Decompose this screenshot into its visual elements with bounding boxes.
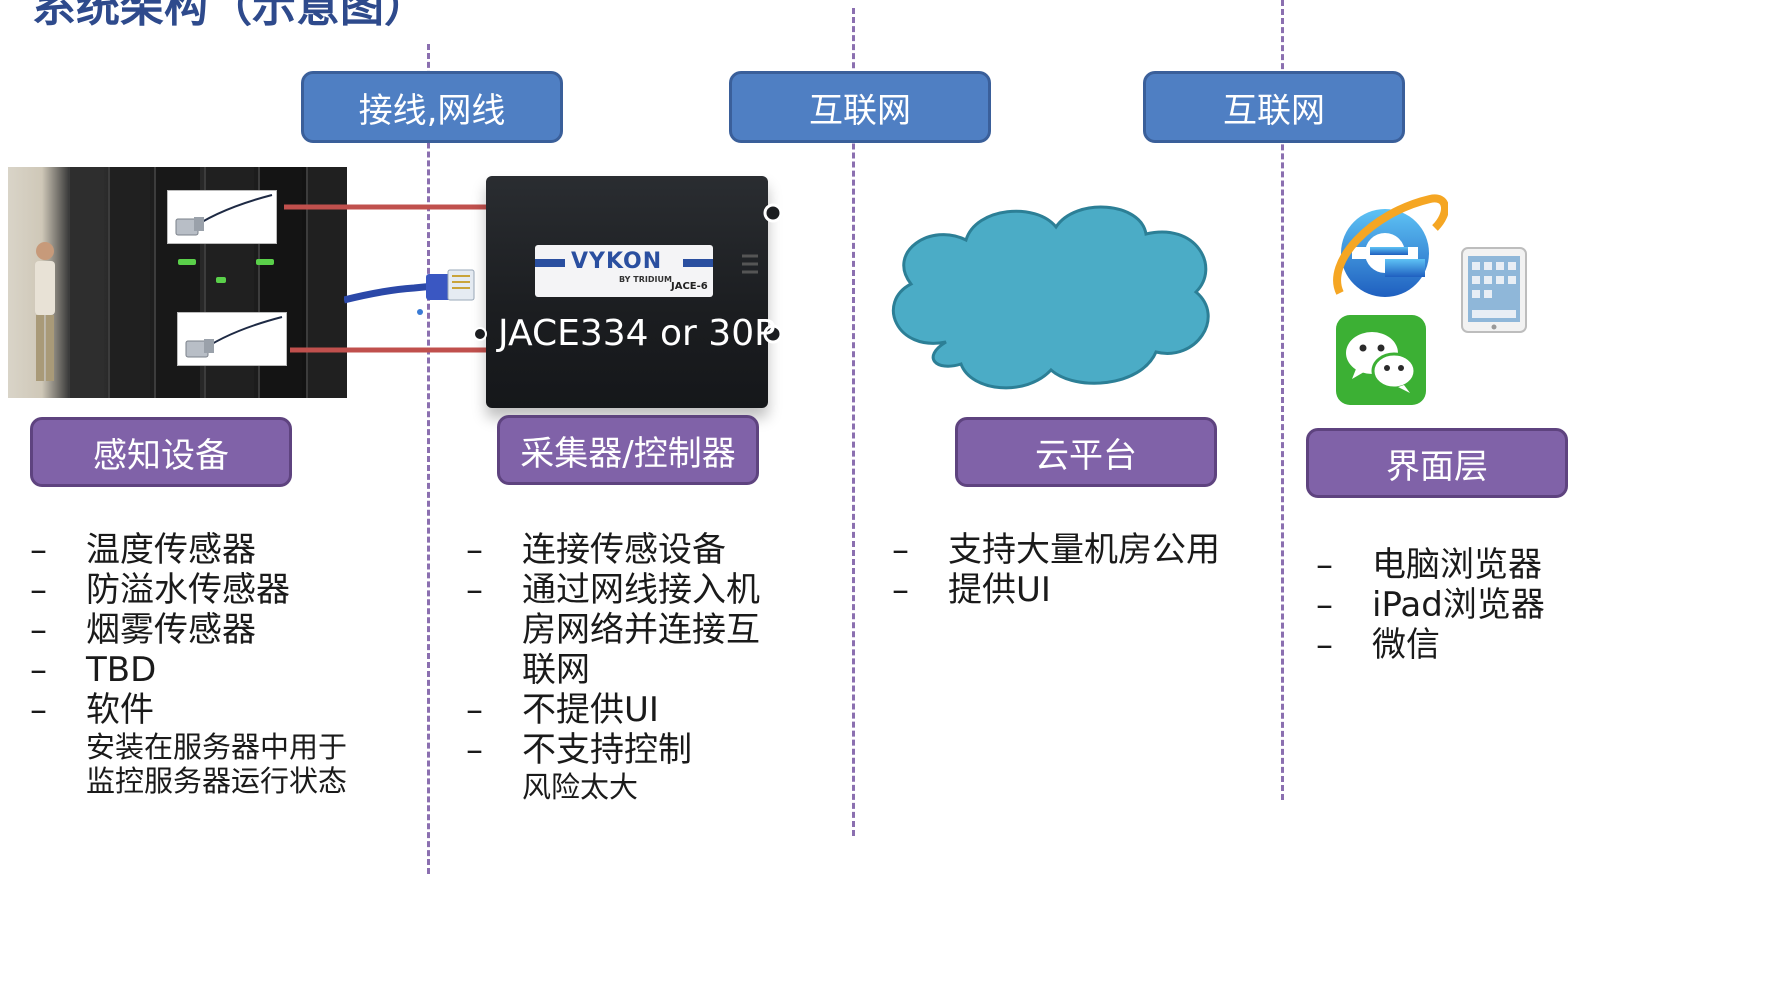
temperature-sensor-probe: [167, 190, 277, 244]
network-box-label: 互联网: [1223, 90, 1325, 131]
network-box-label: 接线,网线: [358, 90, 506, 131]
jace-brand: VYKON: [571, 249, 663, 274]
layer-box-label: 界面层: [1386, 446, 1488, 487]
list-item-text: 温度传感器: [86, 530, 256, 570]
layer-box-collector: 采集器/控制器: [497, 415, 759, 485]
network-box-wired: 接线,网线: [301, 71, 563, 143]
list-item-text: iPad浏览器: [1372, 585, 1545, 625]
list-item: –通过网线接入机 房网络并连接互 联网: [466, 570, 851, 690]
page-title: 系统架构（示意图）: [32, 0, 428, 32]
list-item-text: 不提供UI: [522, 690, 659, 730]
list-item: –不提供UI: [466, 690, 659, 730]
list-item: –软件 安装在服务器中用于 监控服务器运行状态: [30, 690, 420, 798]
list-item-text: 烟雾传感器: [86, 610, 256, 650]
list-item-text: 连接传感设备: [522, 530, 726, 570]
layer-box-sensing: 感知设备: [30, 417, 292, 487]
list-item: –温度传感器: [30, 530, 256, 570]
wechat-icon: [1336, 315, 1426, 405]
layer-box-label: 感知设备: [93, 435, 229, 476]
internet-explorer-icon: [1333, 194, 1448, 297]
jace-model: JACE-6: [671, 281, 708, 292]
column-divider-3: [1281, 0, 1284, 800]
list-item-text: 防溢水传感器: [86, 570, 290, 610]
jace-caption: JACE334 or 30P: [498, 313, 776, 354]
technician-figure: [35, 242, 55, 381]
ipad-icon: [1461, 247, 1527, 333]
list-item-continuation: 联网: [522, 650, 590, 690]
list-item-subtext: 风险太大: [522, 770, 639, 804]
column-divider-2: [852, 8, 855, 836]
cloud-icon: [892, 205, 1210, 390]
list-item-text: 软件: [86, 690, 154, 730]
list-item: –烟雾传感器: [30, 610, 256, 650]
list-item: –电脑浏览器: [1316, 545, 1542, 585]
temperature-sensor-probe: [177, 312, 287, 366]
layer-box-cloud: 云平台: [955, 417, 1217, 487]
list-item-text: 微信: [1372, 625, 1440, 665]
list-item: –支持大量机房公用: [892, 530, 1220, 570]
list-item-text: 支持大量机房公用: [948, 530, 1220, 570]
list-item-text: 提供UI: [948, 570, 1051, 610]
list-item: –连接传感设备: [466, 530, 726, 570]
layer-box-label: 采集器/控制器: [520, 433, 736, 474]
network-box-internet-1: 互联网: [729, 71, 991, 143]
jace-mount-tabs: [473, 203, 783, 344]
list-item: –微信: [1316, 625, 1440, 665]
sensing-feature-list: –温度传感器 –防溢水传感器 –烟雾传感器 –TBD –软件 安装在服务器中用于…: [30, 530, 420, 798]
list-item-continuation: 房网络并连接互: [522, 610, 760, 650]
layer-box-label: 云平台: [1035, 435, 1137, 476]
list-item-subtext: 安装在服务器中用于: [86, 730, 348, 764]
list-item: –提供UI: [892, 570, 1051, 610]
jace-brand-sub: BY TRIDIUM: [619, 275, 672, 284]
list-item: –不支持控制 风险太大: [466, 730, 851, 804]
column-divider-1: [427, 44, 430, 874]
layer-box-ui: 界面层: [1306, 428, 1568, 498]
cloud-feature-list: –支持大量机房公用 –提供UI: [892, 530, 1277, 610]
list-item: –防溢水传感器: [30, 570, 290, 610]
list-item-text: 通过网线接入机: [522, 570, 760, 610]
list-item-subtext: 监控服务器运行状态: [86, 764, 348, 798]
ui-feature-list: –电脑浏览器 –iPad浏览器 –微信: [1316, 545, 1756, 665]
network-box-internet-2: 互联网: [1143, 71, 1405, 143]
list-item-text: 电脑浏览器: [1372, 545, 1542, 585]
network-box-label: 互联网: [809, 90, 911, 131]
jace-label-plate: VYKON BY TRIDIUM JACE-6: [535, 245, 713, 297]
list-item-text: TBD: [86, 650, 157, 690]
list-item: –TBD: [30, 650, 157, 690]
collector-feature-list: –连接传感设备 –通过网线接入机 房网络并连接互 联网 –不提供UI –不支持控…: [466, 530, 851, 804]
list-item: –iPad浏览器: [1316, 585, 1545, 625]
ethernet-cable-icon: [344, 269, 475, 315]
list-item-text: 不支持控制: [522, 730, 692, 770]
